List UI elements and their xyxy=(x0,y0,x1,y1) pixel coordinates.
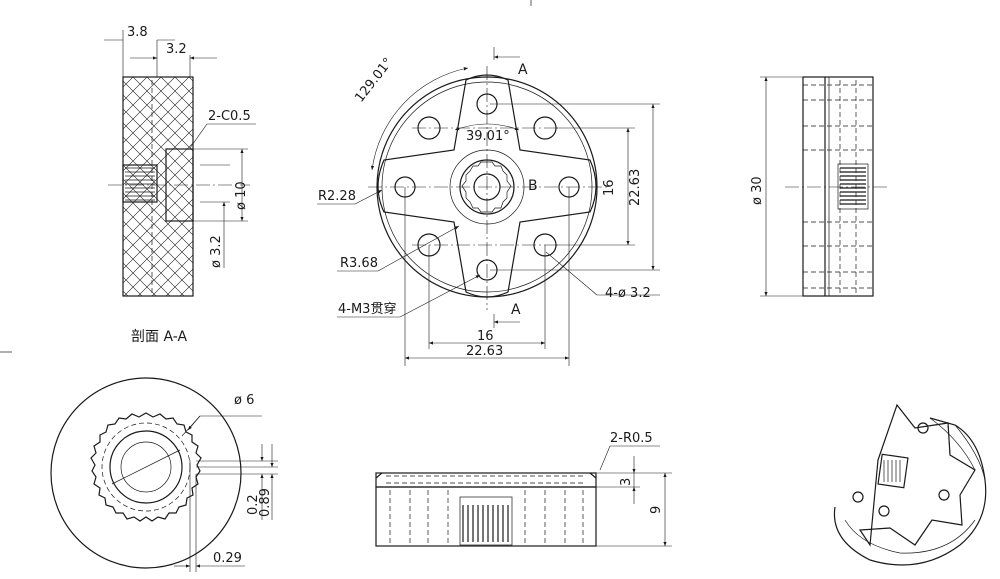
angle-39: 39.01° xyxy=(466,129,510,144)
dim-dia-30: ø 30 xyxy=(750,176,765,205)
hole-dia-3-2: 4-ø 3.2 xyxy=(605,286,651,301)
dim-height-3: 3 xyxy=(619,478,634,486)
section-a-a-view: 3.8 3.2 2-C0.5 ø 10 ø 3.2 剖面 A-A xyxy=(104,25,256,345)
dim-dia-6: ø 6 xyxy=(234,393,254,408)
dim-dia-10: ø 10 xyxy=(234,181,249,210)
dim-16-vertical: 16 xyxy=(602,179,617,196)
dim-3-8: 3.8 xyxy=(127,25,148,40)
spline-detail-view: ø 6 0.2 0.89 0.29 xyxy=(50,377,278,572)
front-view: A A B 129.01° 39.01° R2.28 R3.68 4-M3贯穿 … xyxy=(317,47,660,366)
dim-height-9: 9 xyxy=(649,506,664,514)
point-marker-b: B xyxy=(528,178,538,194)
bottom-elevation-view: 2-R0.5 3 9 xyxy=(375,431,672,547)
radius-0-5: 2-R0.5 xyxy=(610,431,653,446)
dim-tooth-0-2: 0.2 xyxy=(246,494,261,515)
section-marker-a-top: A xyxy=(518,62,528,78)
radius-2-28: R2.28 xyxy=(318,189,356,204)
section-caption: 剖面 A-A xyxy=(131,329,187,345)
dim-dia-3-2: ø 3.2 xyxy=(209,235,224,268)
thread-m3: 4-M3贯穿 xyxy=(338,301,396,317)
dim-16-horizontal: 16 xyxy=(477,329,494,344)
chamfer-label: 2-C0.5 xyxy=(208,109,251,124)
radius-3-68: R3.68 xyxy=(340,256,378,271)
angle-129: 129.01° xyxy=(352,55,396,105)
dim-tooth-0-29: 0.29 xyxy=(213,551,242,566)
isometric-view xyxy=(833,403,987,566)
dim-3-2-top: 3.2 xyxy=(166,42,187,57)
dim-22-63-vertical: 22.63 xyxy=(628,169,643,206)
side-view: ø 30 xyxy=(750,76,888,297)
side-spline xyxy=(837,163,869,210)
section-marker-a-bottom: A xyxy=(511,302,521,318)
bottom-spline xyxy=(459,496,513,546)
dim-tooth-0-89: 0.89 xyxy=(258,488,273,517)
spline-teeth xyxy=(125,167,155,201)
dim-22-63-horizontal: 22.63 xyxy=(466,344,503,359)
